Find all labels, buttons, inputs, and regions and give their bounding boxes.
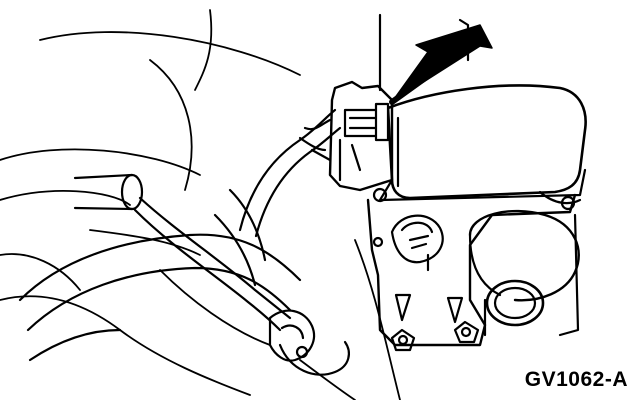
mounting-bracket xyxy=(366,187,577,352)
connector-icon xyxy=(328,80,394,192)
throttle-bore xyxy=(468,209,580,337)
sensor-plug xyxy=(268,309,350,376)
cable-tube xyxy=(73,173,292,332)
arrow-icon xyxy=(389,24,493,105)
figure-code-label: GV1062-A xyxy=(524,368,628,391)
background-contours xyxy=(0,9,401,400)
wire-harness xyxy=(238,108,342,238)
hose-assembly xyxy=(18,188,302,362)
